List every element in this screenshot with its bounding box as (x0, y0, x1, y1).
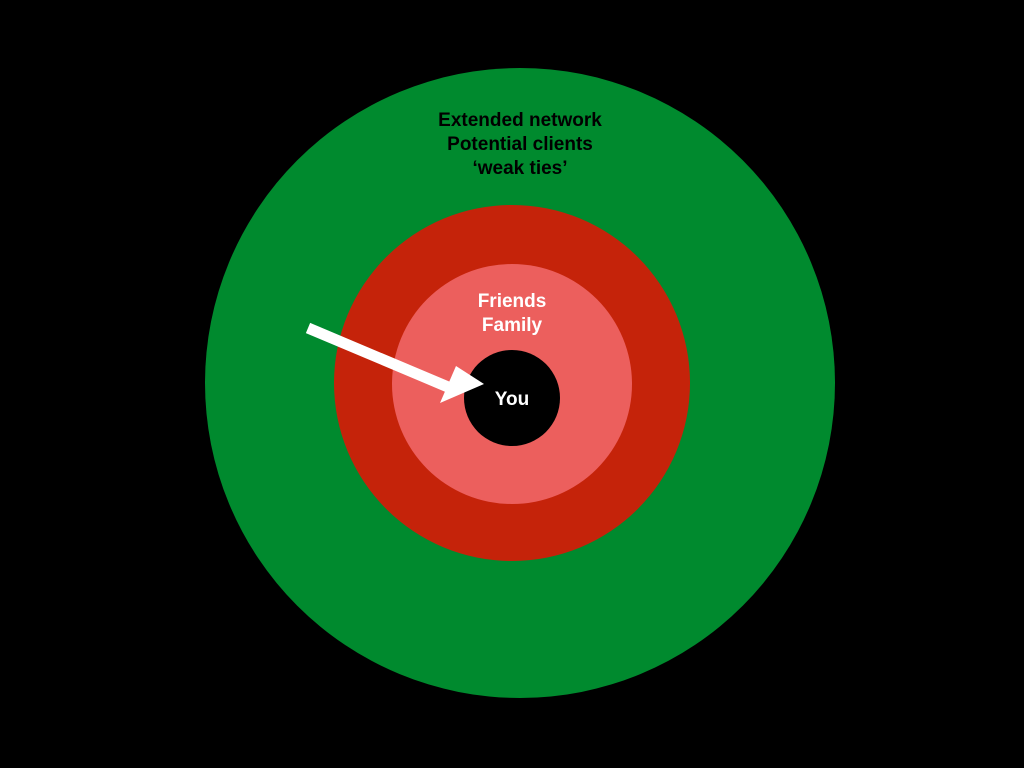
arrow-shaft (305, 322, 451, 393)
center-label-you: You (495, 389, 529, 410)
outer-ring-label-line-2: Potential clients (447, 134, 593, 155)
arrow-head (440, 366, 484, 403)
center-circle-you (464, 350, 560, 446)
outer-ring-label-line-3: ‘weak ties’ (472, 158, 567, 179)
inner-ring-label-friends: Friends (478, 291, 547, 312)
inner-ring-label-family: Family (482, 315, 543, 336)
outer-ring-label-line-1: Extended network (438, 110, 602, 131)
arrow-icon (305, 322, 484, 403)
